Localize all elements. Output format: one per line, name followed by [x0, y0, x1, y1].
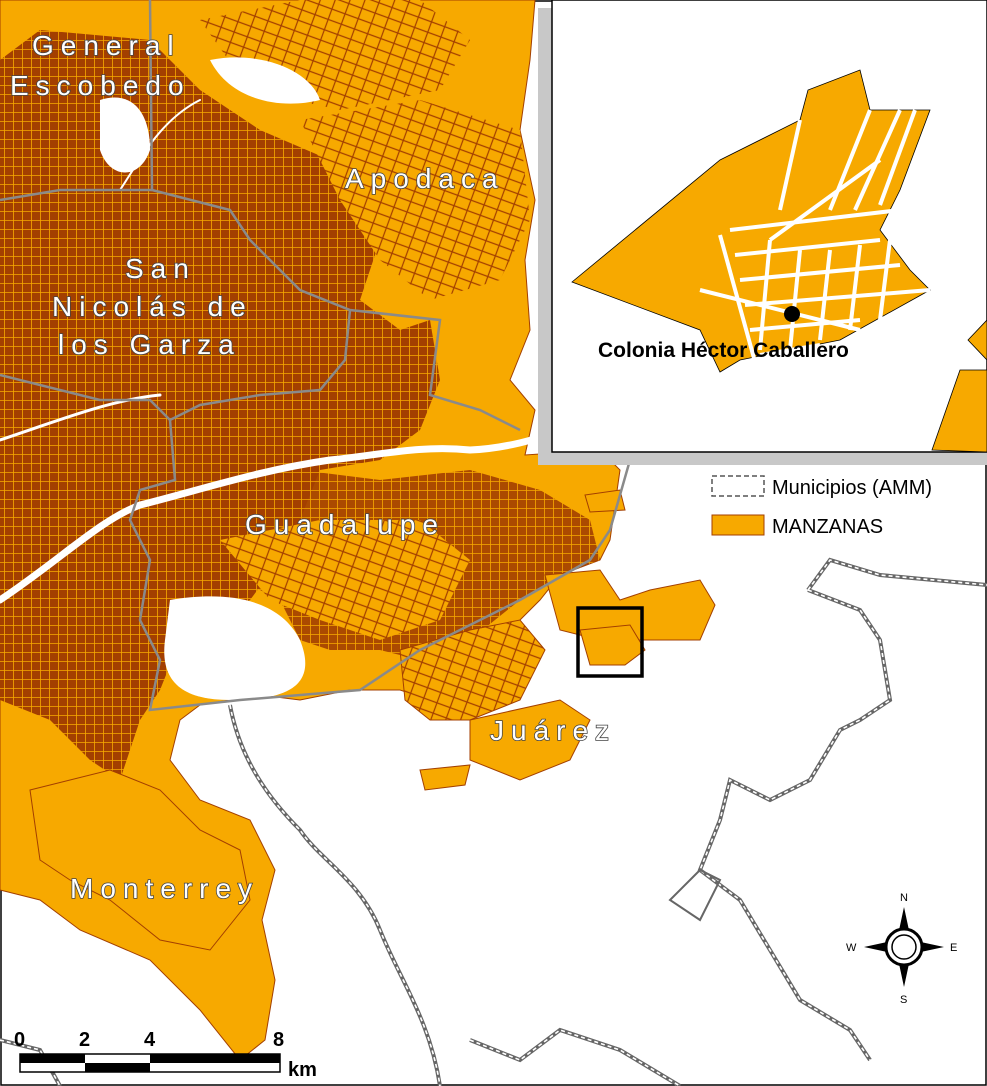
boundary-notch [668, 868, 722, 922]
municipal-boundaries [0, 0, 632, 712]
legend-manzanas-label: MANZANAS [772, 516, 883, 538]
manzanas-patch-south [29, 769, 251, 951]
compass-e-label: E [950, 942, 957, 954]
compass-s-label: S [900, 994, 907, 1006]
urban-area [0, 0, 716, 1061]
label-general-escobedo-2: Escobedo [10, 70, 191, 101]
legend-municipios-swatch [711, 475, 765, 497]
compass-w-label: W [846, 942, 857, 954]
scale-tick-0: 0 [14, 1029, 25, 1051]
void-area-3 [210, 57, 320, 104]
north-arrow: N S W E [846, 892, 957, 1006]
inset-block-se [931, 369, 987, 452]
void-area-2 [100, 97, 150, 173]
scale-tick-2: 2 [79, 1029, 90, 1051]
label-monterrey: Monterrey [70, 873, 259, 904]
location-point-marker [784, 306, 800, 322]
dense-urban-core [0, 30, 440, 780]
scale-tick-4: 4 [144, 1029, 156, 1051]
label-general-escobedo-1: General [32, 30, 181, 61]
label-apodaca: Apodaca [345, 163, 505, 194]
label-juarez: Juárez [490, 715, 616, 746]
label-san-nicolas-1: San [125, 253, 196, 284]
juarez-blocks-5 [419, 764, 471, 791]
manzanas-patch-guadalupe [220, 520, 470, 640]
juarez-blocks-2 [469, 699, 591, 781]
inset-streets [699, 109, 931, 381]
label-san-nicolas-3: los Garza [58, 329, 241, 360]
juarez-blocks-4 [579, 624, 646, 666]
scale-unit: km [288, 1059, 317, 1081]
scale-tick-8: 8 [273, 1029, 284, 1051]
label-guadalupe: Guadalupe [245, 509, 445, 540]
location-highlight-box [576, 606, 644, 678]
inset-block-e [967, 319, 987, 361]
juarez-blocks-6 [584, 489, 626, 513]
inset-map: Colonia Héctor Caballero [538, 0, 987, 465]
juarez-blocks-1 [399, 619, 546, 721]
inset-location-label: Colonia Héctor Caballero [598, 339, 849, 362]
label-san-nicolas-2: Nicolás de [52, 291, 253, 322]
scale-bar: 0 2 4 8 km [14, 1029, 317, 1081]
legend-municipios-label: Municipios (AMM) [772, 477, 932, 499]
legend-manzanas-swatch [711, 514, 765, 536]
manzanas-patch-apodaca [300, 100, 530, 300]
void-area [164, 596, 306, 700]
compass-n-label: N [900, 892, 908, 904]
legend: Municipios (AMM) MANZANAS [711, 475, 932, 538]
